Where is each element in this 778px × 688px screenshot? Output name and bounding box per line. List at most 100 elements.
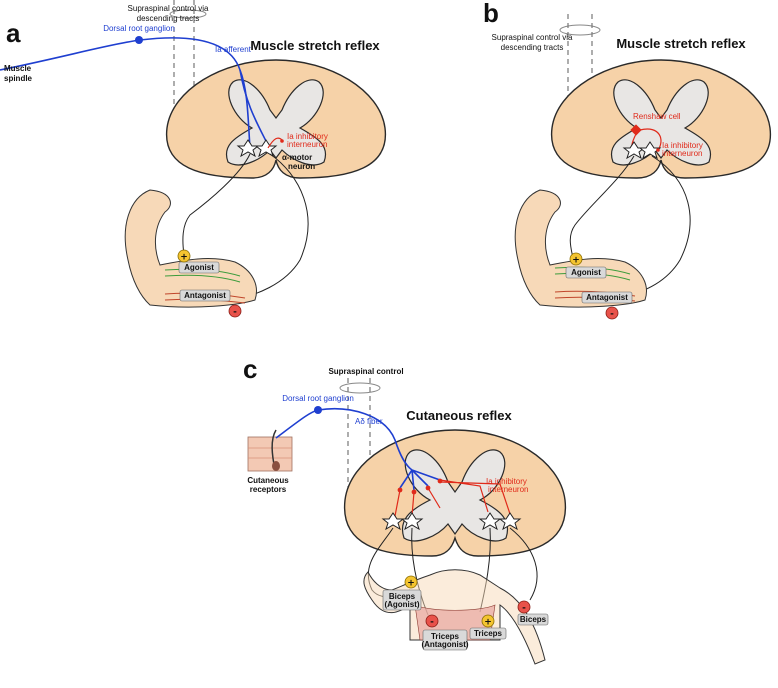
panel-b: b Supraspinal control via descending tra… — [483, 0, 772, 320]
panel-a-supraspinal-line1: Supraspinal control via — [128, 4, 209, 13]
motor-neuron-c3 — [478, 512, 502, 531]
motor-neuron-b2 — [638, 141, 662, 160]
panel-c-biceps-agonist-line1: Biceps — [389, 592, 416, 601]
renshaw-link-b2 — [639, 128, 662, 151]
inhib-link-a — [267, 137, 283, 149]
panel-c-receptors-line1: Cutaneous — [247, 476, 289, 485]
grey-matter-c — [401, 449, 509, 542]
drg-soma-c — [314, 406, 322, 414]
inhib-synapse-b — [656, 148, 660, 152]
panel-b-supraspinal-line1: Supraspinal control via — [492, 33, 573, 42]
efferent-agonist-a — [182, 153, 251, 256]
drg-soma-a — [135, 36, 143, 44]
panel-a-afferent: Ia afferent — [215, 45, 252, 54]
panel-c-supraspinal: Supraspinal control — [328, 367, 403, 376]
panel-c-minus-2: - — [522, 604, 526, 614]
plus-badge-c1 — [404, 575, 418, 589]
panel-b-antagonist: Antagonist — [586, 293, 628, 302]
tag-triceps — [469, 627, 507, 640]
interneuron-soma-4 — [437, 478, 443, 484]
panel-c-letter: c — [243, 354, 257, 384]
efferent-agonist-b — [569, 155, 635, 259]
supraspinal-ring-b — [559, 24, 601, 36]
panel-a-inhib-line2: interneuron — [287, 140, 327, 149]
panel-c-drg: Dorsal root ganglion — [282, 394, 354, 403]
grey-matter-b — [610, 79, 712, 166]
panel-b-title: Muscle stretch reflex — [616, 36, 746, 51]
panel-a-plus: + — [180, 253, 188, 263]
panel-a-motor-line1: α-motor — [282, 153, 312, 162]
agonist-tag-b — [565, 266, 607, 279]
panel-a-antagonist: Antagonist — [184, 291, 226, 300]
minus-badge-b — [605, 306, 619, 320]
panel-a-inhib-line1: Ia inhibitory — [287, 132, 328, 141]
ia-afferent-branch-a — [239, 69, 269, 146]
minus-badge-c2 — [517, 600, 531, 614]
interneuron-paths — [394, 479, 511, 517]
tag-biceps-agonist — [382, 589, 422, 611]
tag-biceps — [517, 613, 549, 626]
panel-b-minus: - — [610, 310, 614, 320]
panel-a-drg: Dorsal root ganglion — [103, 24, 175, 33]
panel-a-agonist: Agonist — [184, 263, 214, 272]
ad-fiber-branches — [399, 469, 441, 491]
cutaneous-skin-block — [247, 436, 293, 472]
panel-c-inhib-line1: Ia inhibitory — [486, 477, 527, 486]
panel-a-letter: a — [6, 18, 21, 48]
panel-c-inhib-line2: interneuron — [488, 485, 528, 494]
inhib-synapse-a — [280, 139, 284, 143]
motor-neuron-c2 — [400, 512, 424, 531]
hair-follicle — [272, 461, 280, 471]
panel-c-plus-1: + — [407, 579, 415, 589]
interneuron-soma-3 — [425, 485, 431, 491]
efferent-biceps — [509, 527, 538, 601]
panel-a-spindle-line2: spindle — [4, 74, 33, 83]
panel-a-motor-line2: neuron — [288, 162, 315, 171]
panel-c-biceps-agonist-line2: (Agonist) — [384, 600, 419, 609]
minus-badge-c1 — [425, 614, 439, 628]
panel-c-plus-2: + — [484, 618, 492, 628]
agonist-tag-a — [178, 261, 220, 274]
panel-b-inhib-line1: Ia inhibitory — [662, 141, 703, 150]
plus-badge-a — [177, 249, 191, 263]
panel-b-inhib-line2: interneuron — [662, 149, 702, 158]
motor-neuron-c1 — [381, 512, 405, 531]
motor-neuron-a2 — [254, 139, 278, 158]
tag-triceps-antagonist — [422, 629, 468, 651]
efferent-antagonist-a — [234, 153, 309, 301]
panel-b-renshaw: Renshaw cell — [633, 112, 681, 121]
panel-b-supraspinal-line2: descending tracts — [501, 43, 564, 52]
panel-a-minus: - — [233, 308, 237, 318]
panel-a-spindle-line1: Muscle — [4, 64, 32, 73]
motor-neuron-c4 — [498, 512, 522, 531]
panel-c-receptors-line2: receptors — [250, 485, 287, 494]
panel-c: c Supraspinal control Cutaneous reflex C… — [243, 354, 567, 665]
panel-c-triceps-antagonist-line1: Triceps — [431, 632, 460, 641]
panel-c-minus-1: - — [430, 618, 434, 628]
panel-c-title: Cutaneous reflex — [406, 408, 512, 423]
arm-a — [124, 189, 257, 308]
panel-a-supraspinal-line2: descending tracts — [137, 14, 200, 23]
antagonist-tag-b — [581, 291, 633, 304]
minus-badge-a — [228, 304, 242, 318]
plus-badge-c2 — [481, 614, 495, 628]
skin-layers — [248, 447, 292, 459]
supraspinal-ring-a — [169, 9, 207, 19]
panel-c-triceps-antagonist-line2: (Antagonist) — [421, 640, 468, 649]
arm-b — [514, 189, 647, 308]
panel-b-agonist: Agonist — [571, 268, 601, 277]
panel-a-title: Muscle stretch reflex — [250, 38, 380, 53]
panel-c-triceps: Triceps — [474, 629, 503, 638]
panel-c-biceps: Biceps — [520, 615, 547, 624]
panel-c-fiber: Aδ fiber — [355, 417, 383, 426]
interneuron-soma-1 — [397, 487, 403, 493]
supraspinal-ring-c — [339, 382, 381, 394]
ad-fiber-c — [275, 408, 413, 471]
agonist-fibre-a2 — [164, 274, 241, 283]
panel-b-letter: b — [483, 0, 499, 28]
antagonist-tag-a — [179, 289, 231, 302]
grey-matter-a — [225, 79, 327, 166]
panel-b-plus: + — [572, 256, 580, 266]
interneuron-soma-2 — [411, 489, 417, 495]
